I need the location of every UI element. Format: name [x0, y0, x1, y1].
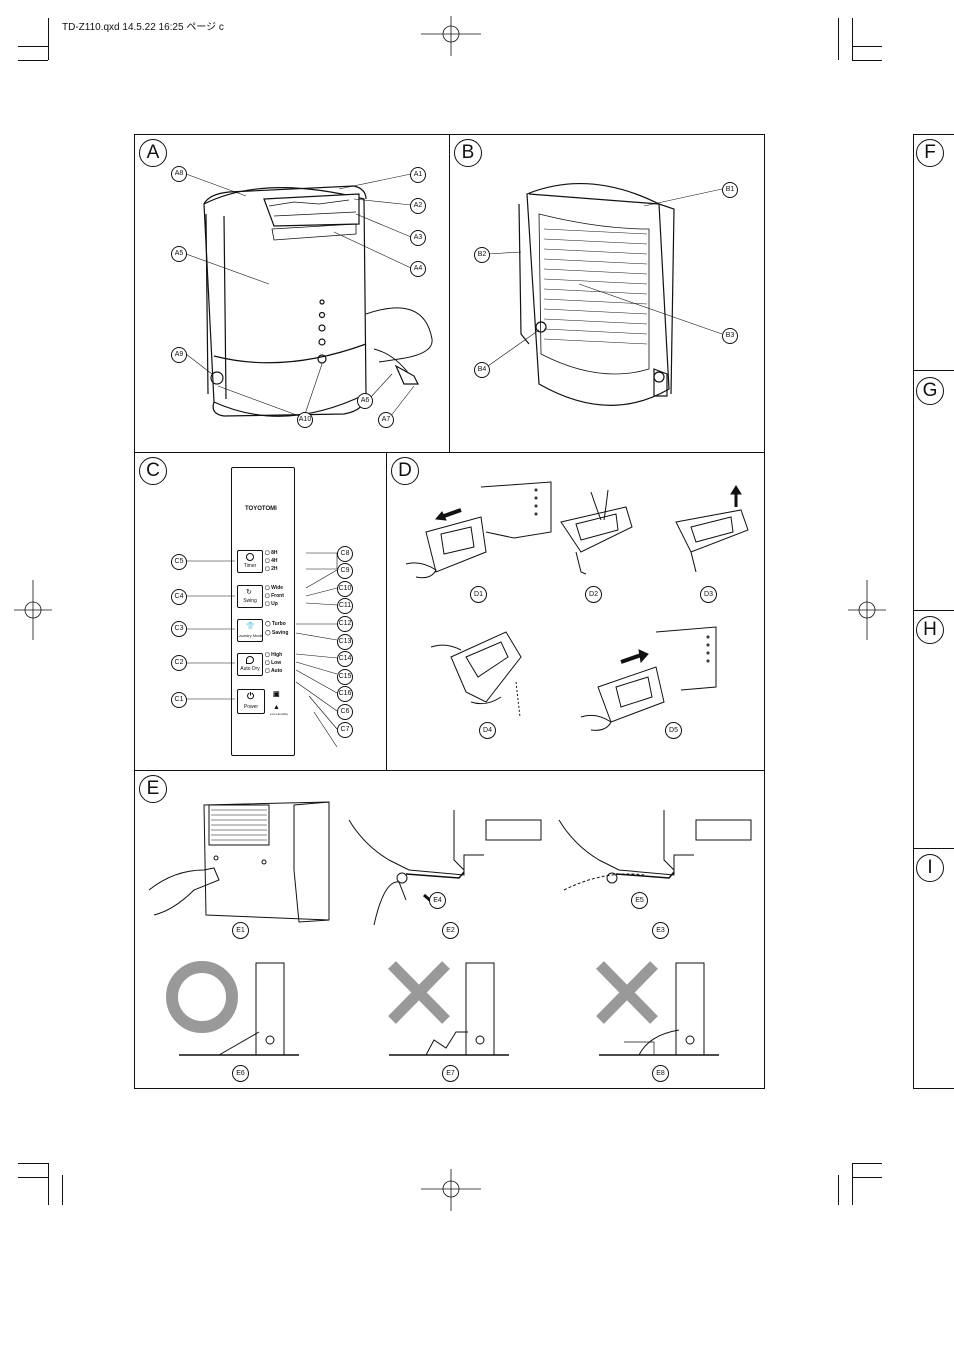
control-panel: TOYOTOMI Timer ▢ 8H ▢ 4H ▢ 2H ↻ Swing ▢ … [231, 467, 295, 756]
laundry-option-turbo: ◯ Turbo [265, 621, 286, 627]
laundry-label: Laundry Mode [237, 633, 263, 638]
swing-button[interactable]: ↻ Swing [237, 585, 263, 608]
laundry-option-saving: ◯ Saving [265, 630, 289, 636]
callout-a8: A8 [171, 166, 187, 182]
side-tab-g: G [916, 377, 944, 405]
panel-e-letter: E [139, 775, 167, 803]
drain-hose-illustrations [148, 801, 752, 1056]
callout-c1: C1 [171, 692, 187, 708]
swing-icon: ↻ [246, 589, 252, 596]
side-tab-h: H [916, 616, 944, 644]
power-label: Power [243, 704, 259, 710]
callout-c7: C7 [337, 722, 353, 738]
side-tab-i: I [916, 854, 944, 882]
callout-c9: C9 [337, 563, 353, 579]
low-humidity-indicator-icon: ▲ [273, 704, 280, 711]
callout-a1: A1 [410, 167, 426, 183]
caption-d3: D3 [700, 586, 717, 603]
caption-e2: E2 [442, 922, 459, 939]
callout-a10: A10 [297, 412, 313, 428]
callout-c10: C10 [337, 581, 353, 597]
callout-a5: A5 [171, 246, 187, 262]
callout-a6: A6 [357, 393, 373, 409]
caption-d4: D4 [479, 722, 496, 739]
swing-option-up: ▢ Up [265, 601, 278, 607]
callout-c2: C2 [171, 655, 187, 671]
brand-logo: TOYOTOMI [245, 506, 277, 512]
auto-dry-button[interactable]: Auto Dry [237, 653, 263, 676]
callout-c4: C4 [171, 589, 187, 605]
droplet-icon [246, 656, 254, 664]
timer-option-8h: ▢ 8H [265, 550, 278, 556]
timer-button[interactable]: Timer [237, 550, 263, 573]
caption-e7: E7 [442, 1065, 459, 1082]
caption-e1: E1 [232, 922, 249, 939]
callout-b2: B2 [474, 247, 490, 263]
shirt-icon: 👕 [246, 623, 255, 630]
panel-a-letter: A [139, 139, 167, 167]
callout-c16: C16 [337, 686, 353, 702]
callout-a7: A7 [378, 412, 394, 428]
low-humidity-label: Low Humidity [270, 712, 289, 716]
callout-b3: B3 [722, 328, 738, 344]
panel-d-letter: D [391, 457, 419, 485]
callout-c15: C15 [337, 669, 353, 685]
panel-d: D [386, 452, 765, 771]
swing-label: Swing [243, 598, 257, 604]
tank-full-indicator-icon: ▣ [273, 691, 280, 698]
wrong-x-icon-e7 [388, 961, 450, 1024]
power-button[interactable]: ⏻ Power [237, 689, 265, 714]
caption-e4: E4 [429, 892, 446, 909]
caption-d5: D5 [665, 722, 682, 739]
callout-c11: C11 [337, 598, 353, 614]
callout-a4: A4 [410, 261, 426, 277]
callout-c6: C6 [337, 704, 353, 720]
wrong-x-icon-e8 [596, 961, 658, 1024]
callout-a2: A2 [410, 198, 426, 214]
callout-c13: C13 [337, 634, 353, 650]
caption-e5: E5 [631, 892, 648, 909]
correct-circle-icon [166, 961, 238, 1033]
caption-d2: D2 [585, 586, 602, 603]
clock-icon [246, 553, 254, 561]
swing-option-wide: ▢ Wide [265, 585, 284, 591]
callout-b1: B1 [722, 182, 738, 198]
callout-a3: A3 [410, 230, 426, 246]
autodry-option-auto: ▢ Auto [265, 668, 283, 674]
swing-option-front: ▢ Front [265, 593, 284, 599]
caption-e8: E8 [652, 1065, 669, 1082]
power-icon: ⏻ [247, 691, 255, 701]
callout-c8: C8 [337, 546, 353, 562]
panel-b-letter: B [454, 139, 482, 167]
timer-option-4h: ▢ 4H [265, 558, 278, 564]
callout-c12: C12 [337, 616, 353, 632]
autodry-option-high: ▢ High [265, 652, 283, 658]
callout-b4: B4 [474, 362, 490, 378]
callout-a9: A9 [171, 347, 187, 363]
panel-e: E [134, 770, 765, 1089]
autodry-option-low: ▢ Low [265, 660, 282, 666]
side-tab-f: F [916, 139, 944, 167]
dehumidifier-back-illustration [487, 182, 723, 406]
timer-label: Timer [243, 563, 257, 569]
caption-d1: D1 [470, 586, 487, 603]
file-info-header: TD-Z110.qxd 14.5.22 16:25 ページ c [62, 22, 224, 33]
timer-option-2h: ▢ 2H [265, 566, 278, 572]
callout-c3: C3 [171, 621, 187, 637]
callout-c14: C14 [337, 651, 353, 667]
dehumidifier-front-illustration [185, 173, 433, 418]
caption-e3: E3 [652, 922, 669, 939]
water-tank-removal-illustrations [405, 481, 749, 731]
laundry-mode-button[interactable]: 👕 Laundry Mode [237, 619, 263, 642]
auto-dry-label: Auto Dry [240, 666, 260, 672]
callout-c5: C5 [171, 554, 187, 570]
caption-e6: E6 [232, 1065, 249, 1082]
panel-c-letter: C [139, 457, 167, 485]
